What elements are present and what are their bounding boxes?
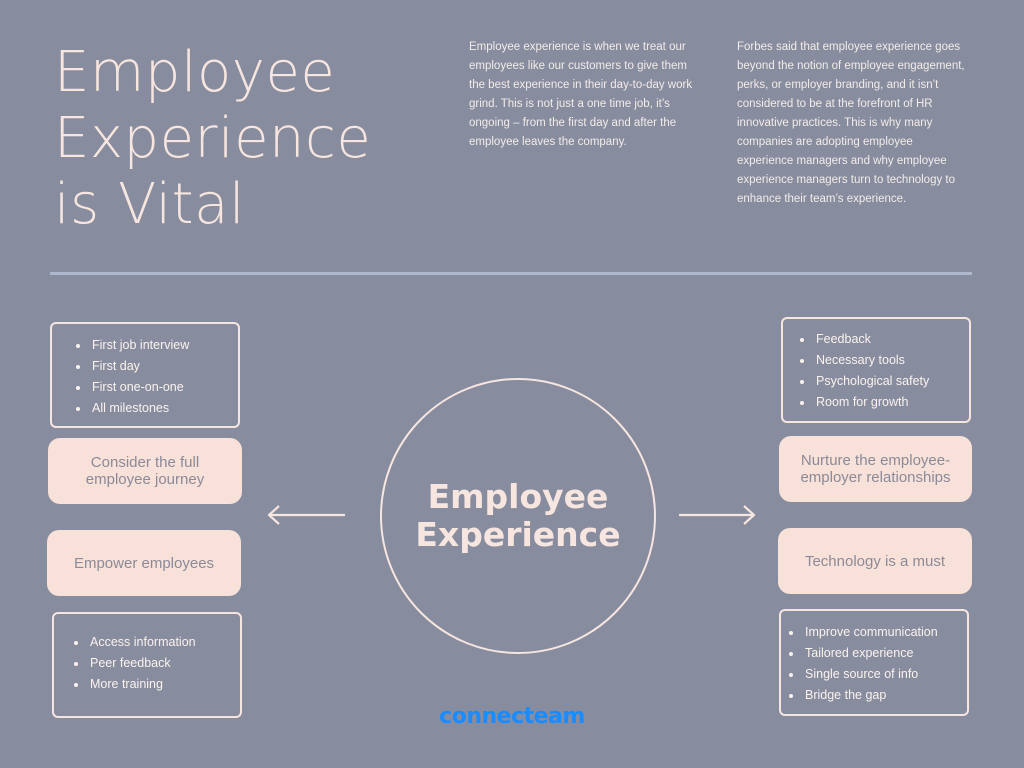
needs-list: Feedback Necessary tools Psychological s…	[783, 329, 969, 413]
empower-employees-pill: Empower employees	[47, 530, 241, 596]
connecteam-logo: connecteam	[439, 704, 585, 729]
journey-list: First job interview First day First one-…	[52, 335, 238, 419]
intro-paragraph-2: Forbes said that employee experience goe…	[737, 41, 965, 205]
list-item: More training	[88, 674, 240, 695]
center-circle: Employee Experience	[380, 378, 656, 654]
list-item: Improve communication	[803, 622, 967, 643]
center-label-line-2: Experience	[415, 515, 621, 554]
nurture-relationships-pill: Nurture the employee-employer relationsh…	[779, 436, 972, 502]
title-line-3: is Vital	[54, 172, 246, 237]
technology-pill: Technology is a must	[778, 528, 972, 594]
list-item: Necessary tools	[814, 350, 969, 371]
page-title: Employee Experience is Vital	[54, 40, 434, 238]
list-item: Psychological safety	[814, 371, 969, 392]
intro-paragraph-1: Employee experience is when we treat our…	[469, 41, 693, 148]
list-item: All milestones	[90, 398, 238, 419]
list-item: Peer feedback	[88, 653, 240, 674]
list-item: Single source of info	[803, 664, 967, 685]
technology-list: Improve communication Tailored experienc…	[781, 622, 967, 706]
list-item: Room for growth	[814, 392, 969, 413]
center-label-line-1: Employee	[427, 477, 609, 516]
consider-journey-pill: Consider the full employee journey	[48, 438, 242, 504]
list-item: Feedback	[814, 329, 969, 350]
divider	[50, 272, 972, 275]
technology-list-box: Improve communication Tailored experienc…	[779, 609, 969, 716]
right-arrow-icon	[679, 505, 756, 525]
list-item: Tailored experience	[803, 643, 967, 664]
journey-list-box: First job interview First day First one-…	[50, 322, 240, 428]
empower-list-box: Access information Peer feedback More tr…	[52, 612, 242, 718]
empower-list: Access information Peer feedback More tr…	[54, 632, 240, 695]
title-line-2: Experience	[54, 106, 372, 171]
list-item: Bridge the gap	[803, 685, 967, 706]
list-item: First one-on-one	[90, 377, 238, 398]
list-item: First day	[90, 356, 238, 377]
title-line-1: Employee	[54, 40, 336, 105]
left-arrow-icon	[267, 505, 345, 525]
list-item: Access information	[88, 632, 240, 653]
list-item: First job interview	[90, 335, 238, 356]
needs-list-box: Feedback Necessary tools Psychological s…	[781, 317, 971, 423]
center-label: Employee Experience	[415, 478, 620, 554]
